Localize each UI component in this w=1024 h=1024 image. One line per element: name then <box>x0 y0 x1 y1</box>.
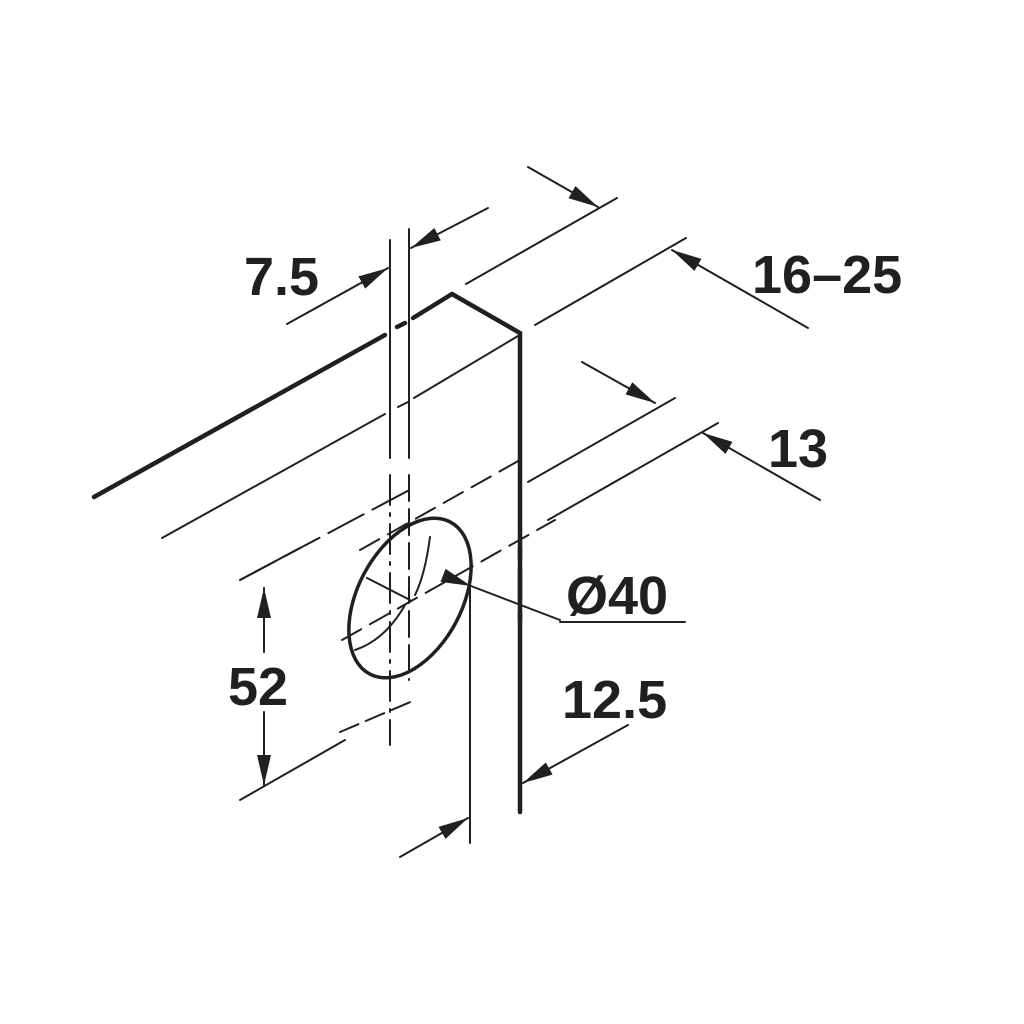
label-52: 52 <box>228 657 288 717</box>
label-diameter-40: Ø40 <box>566 566 668 626</box>
dimension-16-25 <box>465 166 809 329</box>
centerlines <box>239 459 556 801</box>
hole-diameter-40 <box>347 516 686 680</box>
label-13: 13 <box>768 419 828 479</box>
dimension-12-5 <box>399 724 629 858</box>
dimension-52 <box>239 547 301 786</box>
dimension-7-5 <box>286 207 489 459</box>
dimension-13 <box>527 361 821 521</box>
label-16-25: 16–25 <box>752 245 902 305</box>
label-7-5: 7.5 <box>244 247 319 307</box>
label-12-5: 12.5 <box>562 670 667 730</box>
